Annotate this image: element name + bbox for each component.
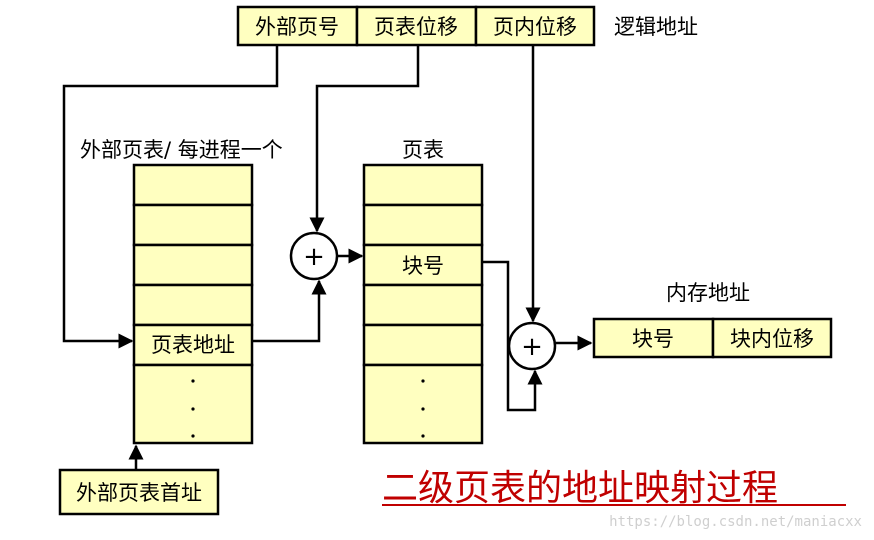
page-table-entry-row bbox=[362, 243, 484, 287]
ellipsis-dot bbox=[191, 379, 195, 383]
outer-table-row bbox=[132, 203, 254, 247]
ellipsis-dot bbox=[421, 434, 425, 438]
physical-address: 内存地址 块号 块内位移 bbox=[592, 281, 833, 359]
ellipsis-dot bbox=[421, 407, 425, 411]
outer-page-table-caption: 外部页表/ 每进程一个 bbox=[80, 138, 283, 162]
physical-field-block-label: 块号 bbox=[632, 327, 674, 351]
outer-table-entry-row bbox=[132, 323, 254, 367]
page-table-row bbox=[362, 283, 484, 327]
logical-field-table-offset-label: 页表位移 bbox=[374, 15, 458, 39]
ellipsis-dot bbox=[191, 434, 195, 438]
page-table: 页表 块号 bbox=[362, 138, 484, 445]
adder-1: + bbox=[289, 231, 339, 281]
arrow-page-table-address bbox=[252, 279, 327, 343]
arrow-block-number bbox=[482, 260, 543, 412]
logical-address: 外部页号 页表位移 页内位移 逻辑地址 bbox=[236, 5, 698, 47]
logical-field-page-offset-label: 页内位移 bbox=[493, 15, 577, 39]
logical-address-caption: 逻辑地址 bbox=[614, 15, 698, 39]
physical-address-caption: 内存地址 bbox=[666, 281, 750, 305]
outer-table-row bbox=[132, 163, 254, 207]
outer-table-base-label: 外部页表首址 bbox=[76, 481, 202, 505]
outer-table-row bbox=[132, 243, 254, 287]
page-table-row bbox=[362, 163, 484, 207]
diagram-title: 二级页表的地址映射过程 bbox=[382, 468, 778, 509]
page-table-row bbox=[362, 203, 484, 247]
adder-circle bbox=[289, 231, 339, 281]
arrow-table-offset bbox=[309, 45, 420, 233]
outer-table-rest bbox=[132, 363, 254, 445]
page-table-rest bbox=[362, 363, 484, 445]
logical-field-outer-page bbox=[236, 5, 359, 47]
logical-field-table-offset bbox=[355, 5, 478, 47]
page-table-row bbox=[362, 323, 484, 367]
outer-table-row bbox=[132, 283, 254, 327]
connectors bbox=[62, 45, 593, 470]
outer-table-base-box bbox=[58, 468, 220, 516]
ellipsis-dot bbox=[421, 379, 425, 383]
outer-page-table: 外部页表/ 每进程一个 页表地址 bbox=[80, 138, 283, 445]
physical-field-offset-label: 块内位移 bbox=[730, 327, 814, 351]
adder-symbol: + bbox=[303, 242, 325, 272]
watermark: https://blog.csdn.net/maniacxx bbox=[609, 514, 862, 530]
outer-table-entry-label: 页表地址 bbox=[151, 333, 235, 357]
page-table-entry-label: 块号 bbox=[402, 254, 444, 278]
logical-field-page-offset bbox=[474, 5, 596, 47]
page-table-caption: 页表 bbox=[402, 138, 444, 162]
logical-field-outer-page-label: 外部页号 bbox=[255, 15, 339, 39]
ellipsis-dot bbox=[191, 407, 195, 411]
adder-2: + bbox=[507, 321, 557, 371]
physical-field-block bbox=[592, 317, 715, 359]
adder-symbol: + bbox=[521, 332, 543, 362]
physical-field-offset bbox=[711, 317, 833, 359]
arrow-outer-page-number bbox=[62, 45, 279, 349]
